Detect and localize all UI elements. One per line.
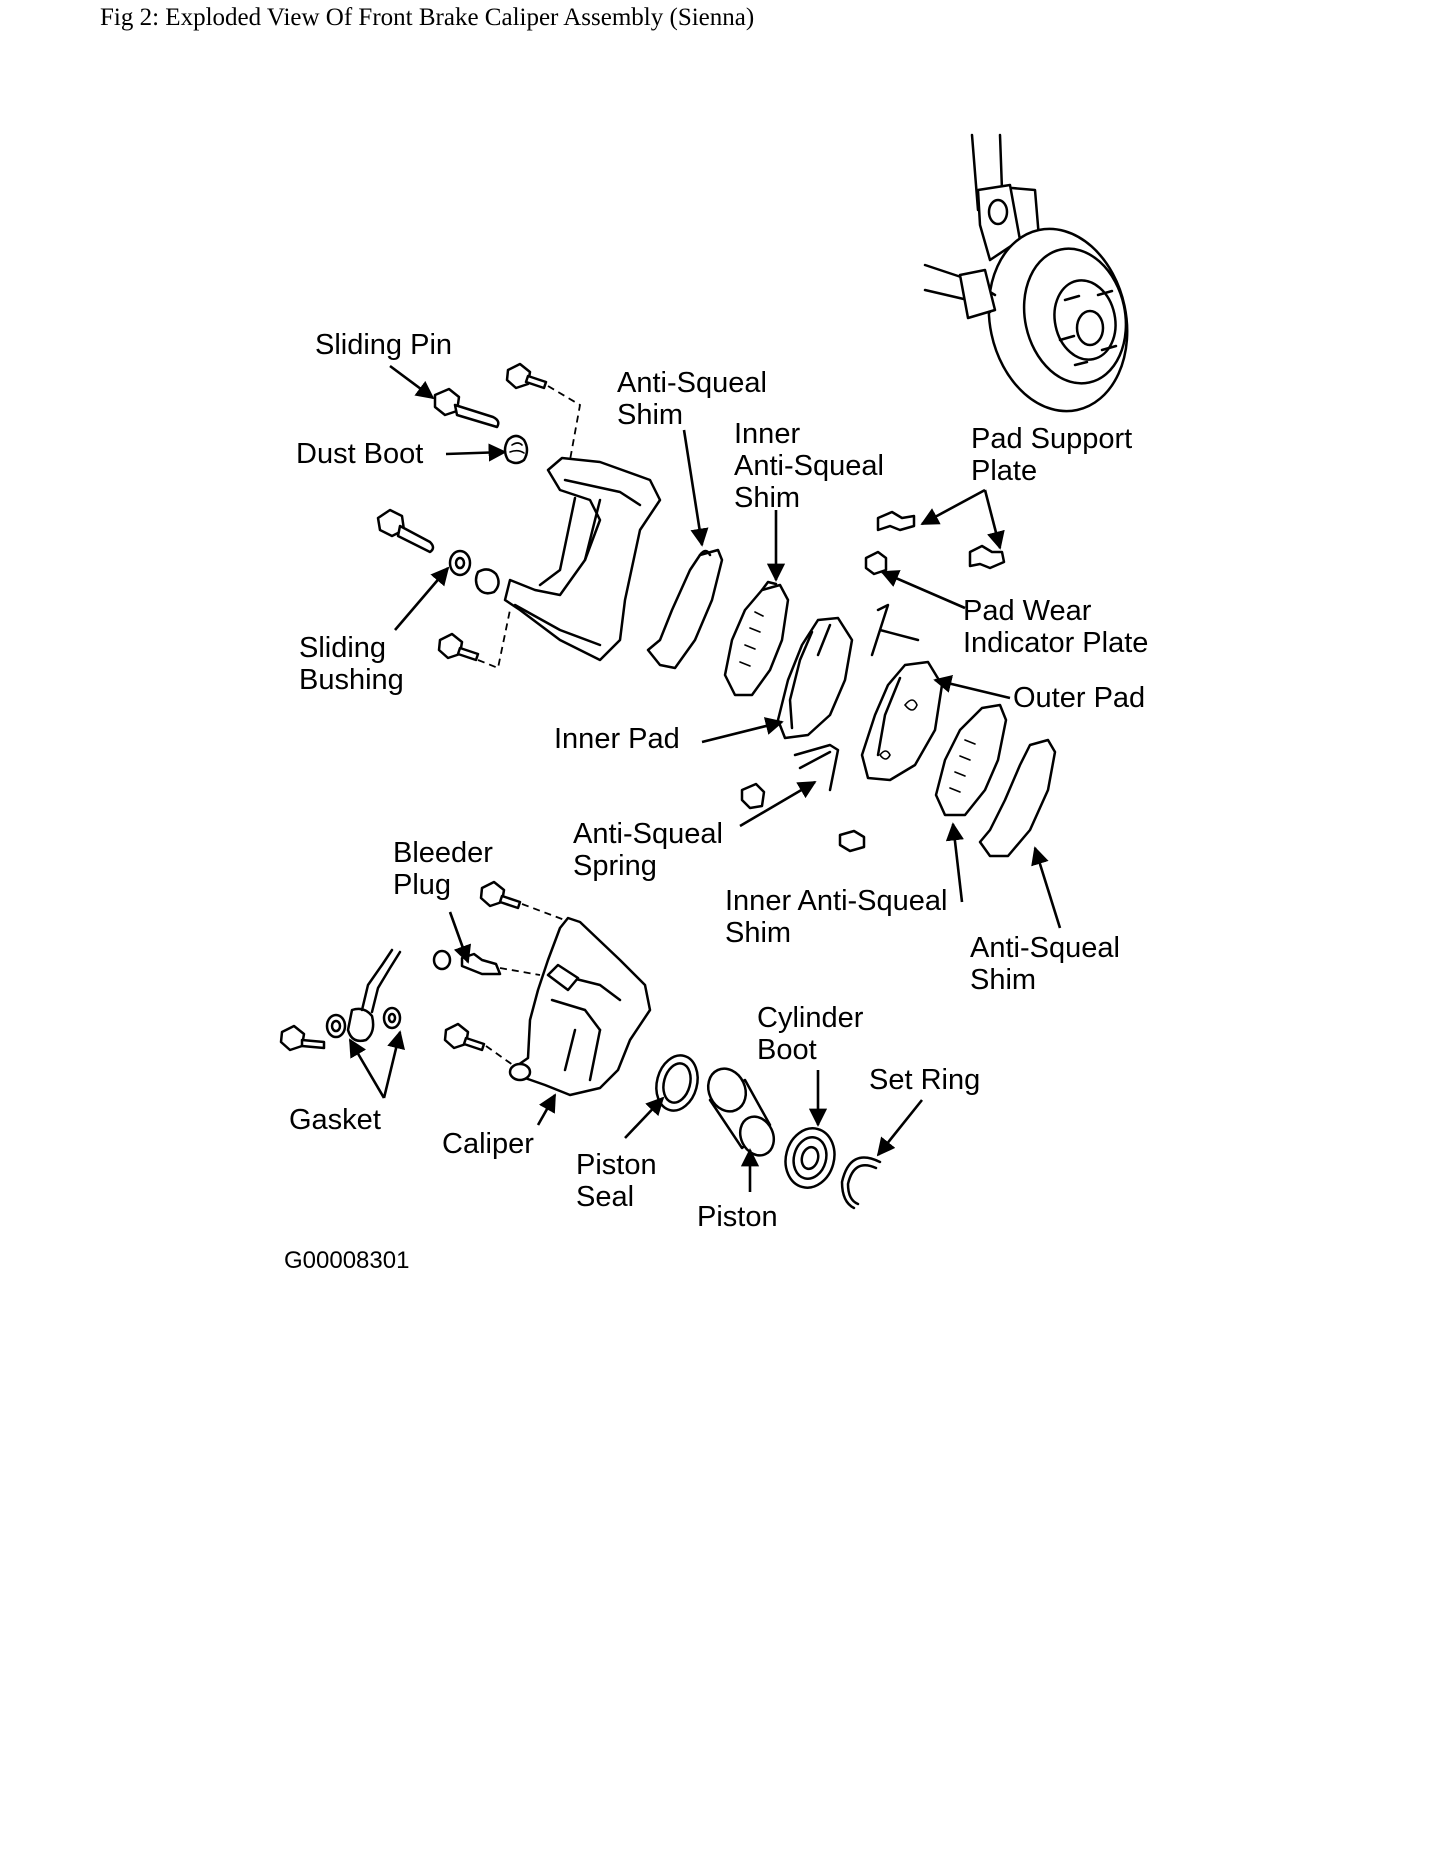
label-anti-squeal-shim-right-line-1: Anti-Squeal [970, 932, 1120, 964]
label-pad-support-plate: Pad Support Plate [971, 423, 1140, 487]
label-inner-anti-squeal-shim-bottom-line-2: Shim [725, 917, 791, 949]
label-set-ring: Set Ring [869, 1064, 980, 1096]
label-cylinder-boot-line-1: Cylinder [757, 1002, 864, 1034]
label-pad-support-plate-line-1: Pad Support [971, 423, 1132, 455]
label-bleeder-plug-line-1: Bleeder [393, 837, 493, 869]
label-anti-squeal-shim-left-line-1: Anti-Squeal [617, 367, 767, 399]
label-sliding-bushing-line-1: Sliding [299, 632, 386, 664]
label-anti-squeal-shim-left: Anti-Squeal Shim [617, 367, 775, 431]
label-pad-wear-indicator-plate: Pad Wear Indicator Plate [963, 595, 1148, 659]
label-inner-pad: Inner Pad [554, 723, 680, 755]
label-dust-boot: Dust Boot [296, 438, 423, 470]
label-inner-anti-squeal-shim-top-line-1: Inner [734, 418, 800, 450]
label-anti-squeal-spring: Anti-Squeal Spring [573, 818, 731, 882]
figure-caption: Fig 2: Exploded View Of Front Brake Cali… [100, 4, 755, 31]
label-pad-wear-indicator-plate-line-1: Pad Wear [963, 595, 1092, 627]
label-cylinder-boot: Cylinder Boot [757, 1002, 871, 1066]
bleeder-and-bolts-drawing [432, 880, 572, 1071]
label-anti-squeal-shim-right-line-2: Shim [970, 964, 1036, 996]
caliper-body-drawing [508, 916, 652, 1097]
label-inner-anti-squeal-shim-bottom-line-1: Inner Anti-Squeal [725, 885, 947, 917]
strut-and-rotor-drawing [923, 133, 1129, 413]
caliper-bracket-drawing [503, 456, 662, 662]
label-anti-squeal-spring-line-1: Anti-Squeal [573, 818, 723, 850]
figure-code: G00008301 [284, 1247, 409, 1274]
label-piston: Piston [697, 1201, 778, 1233]
sliding-pin-lower-drawing [376, 508, 511, 670]
pad-support-plates-drawing [740, 510, 1006, 853]
label-sliding-pin: Sliding Pin [315, 329, 452, 361]
inner-anti-squeal-shim-top-drawing [723, 580, 790, 697]
inner-pad-drawing [776, 616, 854, 740]
label-piston-seal-line-1: Piston [576, 1149, 657, 1181]
leader-arrows [348, 364, 1062, 1192]
label-bleeder-plug: Bleeder Plug [393, 837, 501, 901]
hose-and-gaskets-drawing [279, 948, 402, 1052]
label-gasket: Gasket [289, 1104, 381, 1136]
label-inner-anti-squeal-shim-top: Inner Anti-Squeal Shim [734, 418, 892, 514]
anti-squeal-shim-left-drawing [646, 548, 724, 670]
label-piston-seal-line-2: Seal [576, 1181, 634, 1213]
sliding-pin-upper-drawing [433, 387, 529, 465]
label-sliding-bushing: Sliding Bushing [299, 632, 404, 696]
label-anti-squeal-shim-right: Anti-Squeal Shim [970, 932, 1128, 996]
label-caliper: Caliper [442, 1128, 534, 1160]
label-anti-squeal-spring-line-2: Spring [573, 850, 657, 882]
piston-parts-drawing [655, 1054, 882, 1210]
label-bleeder-plug-line-2: Plug [393, 869, 451, 901]
anti-squeal-shim-right-drawing [978, 738, 1057, 858]
label-pad-wear-indicator-plate-line-2: Indicator Plate [963, 627, 1148, 659]
label-piston-seal: Piston Seal [576, 1149, 665, 1213]
outer-pad-drawing [860, 660, 944, 782]
label-sliding-bushing-line-2: Bushing [299, 664, 404, 696]
label-cylinder-boot-line-2: Boot [757, 1034, 817, 1066]
inner-anti-squeal-shim-bottom-drawing [934, 703, 1008, 817]
label-pad-support-plate-line-2: Plate [971, 455, 1037, 487]
pad-springs-drawing [793, 603, 920, 792]
label-inner-anti-squeal-shim-top-line-3: Shim [734, 482, 800, 514]
label-outer-pad: Outer Pad [1013, 682, 1145, 714]
label-anti-squeal-shim-left-line-2: Shim [617, 399, 683, 431]
label-inner-anti-squeal-shim-bottom: Inner Anti-Squeal Shim [725, 885, 956, 949]
label-inner-anti-squeal-shim-top-line-2: Anti-Squeal [734, 450, 884, 482]
